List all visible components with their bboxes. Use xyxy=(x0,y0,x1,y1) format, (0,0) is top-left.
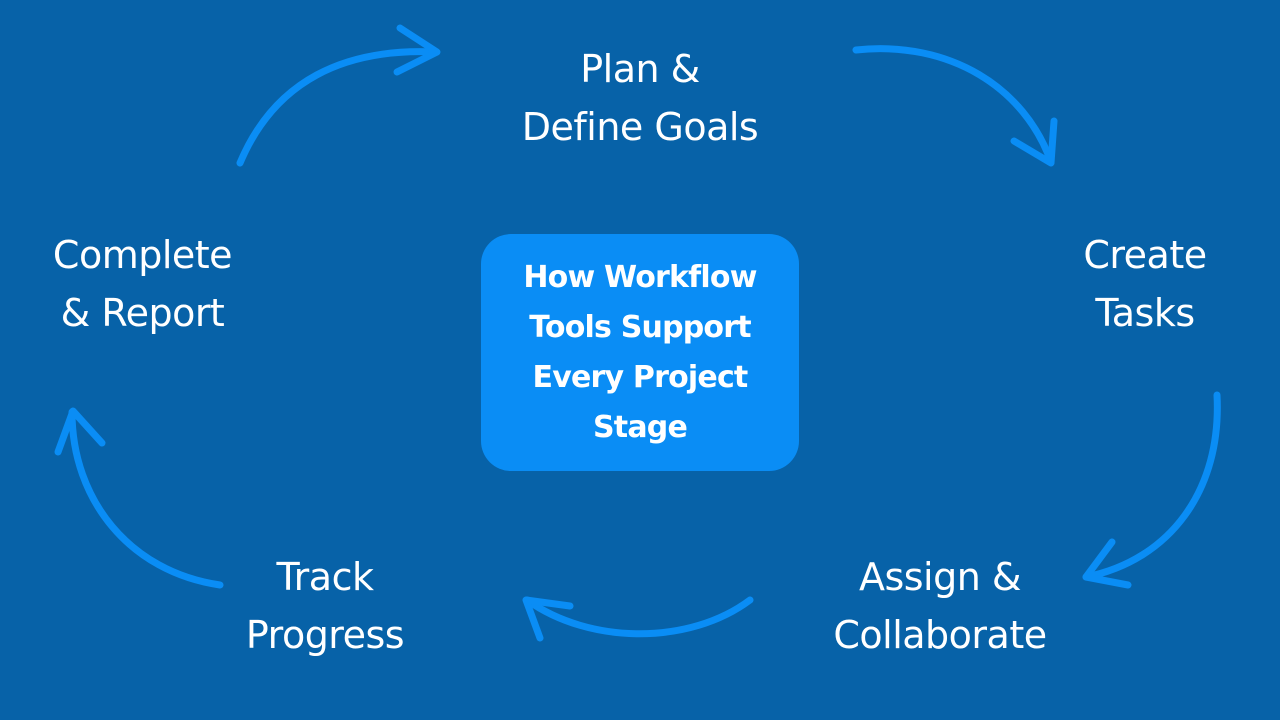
stage-plan-line2: Define Goals xyxy=(521,105,759,149)
stage-complete-line1: Complete xyxy=(52,233,233,277)
stage-create-line1: Create xyxy=(1083,233,1207,277)
stage-complete-report: Complete & Report xyxy=(20,226,265,342)
stage-plan-define-goals: Plan & Define Goals xyxy=(440,40,840,156)
stage-track-line2: Progress xyxy=(245,613,405,657)
arrow-complete-to-plan-icon xyxy=(236,24,441,167)
center-title-box: How Workflow Tools Support Every Project… xyxy=(481,234,799,471)
center-title-line: Tools Support xyxy=(529,309,751,345)
stage-assign-collaborate: Assign & Collaborate xyxy=(780,548,1100,664)
center-title-line: How Workflow xyxy=(523,259,757,295)
arrow-plan-to-create-icon xyxy=(852,45,1058,167)
center-title-line: Stage xyxy=(592,409,688,445)
stage-create-line2: Tasks xyxy=(1095,291,1195,335)
stage-assign-line2: Collaborate xyxy=(833,613,1047,657)
stage-create-tasks: Create Tasks xyxy=(1040,226,1250,342)
center-title-line: Every Project xyxy=(532,359,749,395)
stage-track-progress: Track Progress xyxy=(200,548,450,664)
arrow-create-to-assign-icon xyxy=(1082,391,1221,589)
stage-complete-line2: & Report xyxy=(60,291,225,335)
stage-assign-line1: Assign & xyxy=(858,555,1022,599)
arrow-track-to-complete-icon xyxy=(54,407,224,589)
stage-plan-line1: Plan & xyxy=(580,47,700,91)
stage-track-line1: Track xyxy=(276,555,374,599)
arrow-assign-to-track-icon xyxy=(522,596,754,642)
